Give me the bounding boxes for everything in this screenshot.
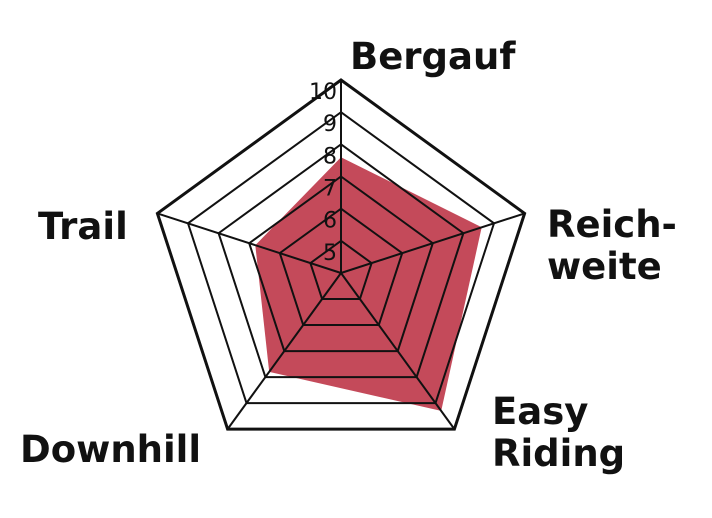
spoke-1 [340,212,525,274]
spoke-4 [157,212,342,274]
axis-label-reichweite: Reich- weite [547,203,677,288]
spoke-3 [226,272,342,430]
radar-tick-labels: 5 6 7 8 9 10 [309,80,337,266]
grid-ring-9 [186,110,496,405]
grid-ring-8 [217,143,465,379]
grid-ring-5 [309,239,373,300]
grid-ring-10 [155,78,527,431]
tick-label-5: 5 [323,241,337,266]
axis-label-downhill: Downhill [20,428,202,471]
tick-label-9: 9 [323,112,337,137]
axis-label-bergauf: Bergauf [350,35,516,78]
tick-label-6: 6 [323,209,337,234]
radar-area [255,157,482,411]
tick-label-7: 7 [323,177,337,202]
grid-ring-7 [248,175,434,353]
axis-label-easy-riding: Easy Riding [492,390,626,475]
radar-spokes [155,78,527,431]
tick-label-8: 8 [323,144,337,169]
grid-ring-6 [278,207,404,326]
axis-label-trail: Trail [38,205,128,248]
radar-area-group [255,157,482,411]
tick-label-10: 10 [309,80,337,105]
spoke-2 [340,272,456,430]
